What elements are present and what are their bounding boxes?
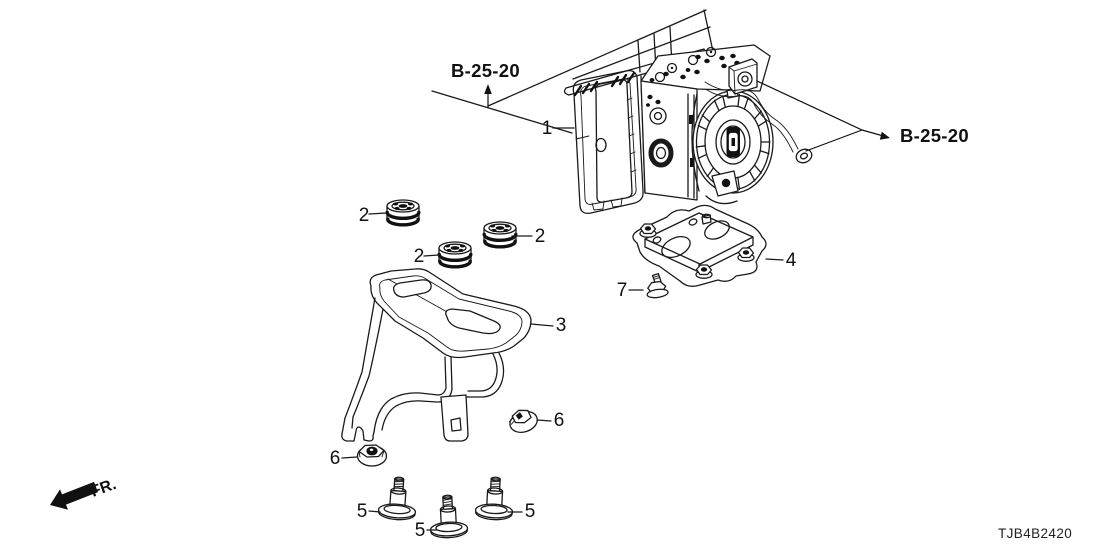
callout-2b[interactable]: 2	[414, 246, 425, 267]
mount-plate	[632, 204, 767, 287]
mounting-rail	[563, 48, 708, 97]
callout-2a[interactable]: 2	[359, 205, 370, 226]
front-direction-label: FR.	[89, 476, 119, 501]
callout-1[interactable]: 1	[542, 118, 553, 139]
harness-clip	[704, 81, 813, 164]
callout-5c[interactable]: 5	[525, 501, 536, 522]
callout-leader-lines	[341, 127, 784, 531]
drawing-code: TJB4B2420	[998, 526, 1072, 541]
callout-4[interactable]: 4	[786, 250, 797, 271]
flange-bolt-6b	[508, 409, 538, 434]
flange-bolt-5c	[474, 475, 515, 522]
front-direction-arrow	[50, 481, 98, 510]
callout-2c[interactable]: 2	[535, 226, 546, 247]
callout-7[interactable]: 7	[617, 280, 628, 301]
callout-6a[interactable]: 6	[330, 448, 341, 469]
rubber-mount-2	[437, 240, 473, 270]
reference-arrow-left	[484, 84, 492, 108]
flange-bolt-5a	[377, 475, 419, 522]
labels: B-25-20 B-25-20 1 2 2 2 3 4 5 5 5 6 6 7 …	[89, 60, 1072, 541]
rubber-mount-1	[385, 198, 421, 228]
reference-label-right[interactable]: B-25-20	[900, 125, 969, 146]
modulator-bracket	[341, 268, 532, 442]
flange-nut-6a	[356, 444, 388, 467]
callout-6b[interactable]: 6	[554, 410, 565, 431]
callout-5b[interactable]: 5	[415, 520, 426, 541]
pump-motor	[691, 87, 774, 205]
block-reservoir-box	[728, 58, 758, 95]
callout-3[interactable]: 3	[556, 315, 567, 336]
callout-5a[interactable]: 5	[357, 501, 368, 522]
reference-arrow-right	[756, 80, 890, 152]
bolt-7	[646, 273, 669, 299]
rubber-mount-3	[482, 220, 518, 250]
abs-control-unit-housing	[572, 69, 652, 214]
flange-bolt-5b	[428, 493, 469, 540]
reference-label-left[interactable]: B-25-20	[451, 60, 520, 81]
mounting-panel-lines	[431, 9, 715, 134]
